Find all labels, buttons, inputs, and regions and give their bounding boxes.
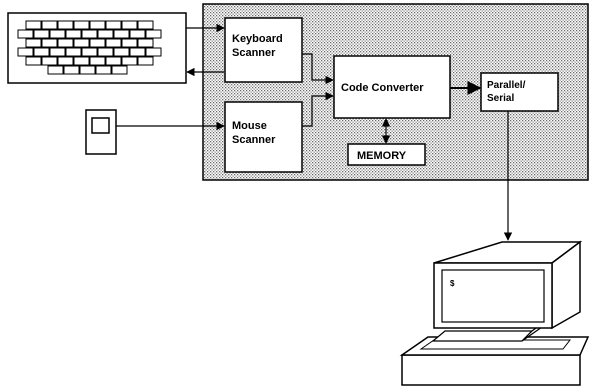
keyboard-key [26, 21, 41, 29]
keyboard-key [90, 39, 105, 47]
keyboard-key [80, 66, 95, 74]
keyboard-key [74, 21, 89, 29]
keyboard-key [112, 66, 127, 74]
keyboard-key [42, 21, 57, 29]
code-converter-block: Code Converter [334, 56, 450, 118]
monitor-screen-glyph: $ [450, 279, 455, 288]
keyboard-key [58, 57, 73, 65]
code-converter-label: Code Converter [341, 82, 424, 94]
keyboard-key [34, 48, 49, 56]
keyboard-key [98, 48, 113, 56]
keyboard-key [138, 21, 153, 29]
keyboard-key [130, 48, 145, 56]
keyboard-key [42, 39, 57, 47]
keyboard-key [42, 57, 57, 65]
keyboard-key [82, 48, 97, 56]
mouse-icon [86, 110, 116, 154]
keyboard-key [122, 57, 137, 65]
parallel-serial-label-line1: Parallel/ [487, 80, 526, 91]
keyboard-key [48, 66, 63, 74]
keyboard-icon [8, 13, 186, 83]
keyboard-key [122, 21, 137, 29]
computer-monitor-icon: $ [402, 242, 588, 385]
parallel-serial-label-line2: Serial [487, 93, 514, 104]
mouse-scanner-block: Mouse Scanner [225, 102, 302, 172]
keyboard-key [18, 48, 33, 56]
keyboard-key [106, 57, 121, 65]
keyboard-scanner-label-line2: Scanner [232, 47, 276, 59]
keyboard-key [146, 30, 161, 38]
keyboard-key [66, 48, 81, 56]
keyboard-key [74, 39, 89, 47]
keyboard-key [146, 48, 161, 56]
keyboard-key [26, 57, 41, 65]
keyboard-key [96, 66, 111, 74]
keyboard-key [58, 21, 73, 29]
keyboard-key [106, 21, 121, 29]
memory-block: MEMORY [348, 144, 425, 165]
keyboard-key [114, 30, 129, 38]
keyboard-key [18, 30, 33, 38]
keyboard-scanner-block: Keyboard Scanner [225, 18, 302, 82]
keyboard-key [34, 30, 49, 38]
keyboard-key [58, 39, 73, 47]
keyboard-key [90, 21, 105, 29]
keyboard-scanner-label-line1: Keyboard [232, 33, 283, 45]
keyboard-key [74, 57, 89, 65]
keyboard-key [138, 39, 153, 47]
keyboard-key [106, 39, 121, 47]
mouse-scanner-label-line1: Mouse [232, 120, 267, 132]
keyboard-key [64, 66, 79, 74]
keyboard-key [66, 30, 81, 38]
keyboard-key [82, 30, 97, 38]
keyboard-key [90, 57, 105, 65]
keyboard-key [130, 30, 145, 38]
keyboard-key [122, 39, 137, 47]
parallel-serial-block: Parallel/ Serial [481, 73, 558, 111]
memory-label: MEMORY [357, 150, 407, 162]
keyboard-key [98, 30, 113, 38]
keyboard-key [50, 48, 65, 56]
keyboard-key [114, 48, 129, 56]
keyboard-key [26, 39, 41, 47]
keyboard-key [138, 57, 153, 65]
mouse-scanner-label-line2: Scanner [232, 134, 276, 146]
keyboard-key [50, 30, 65, 38]
